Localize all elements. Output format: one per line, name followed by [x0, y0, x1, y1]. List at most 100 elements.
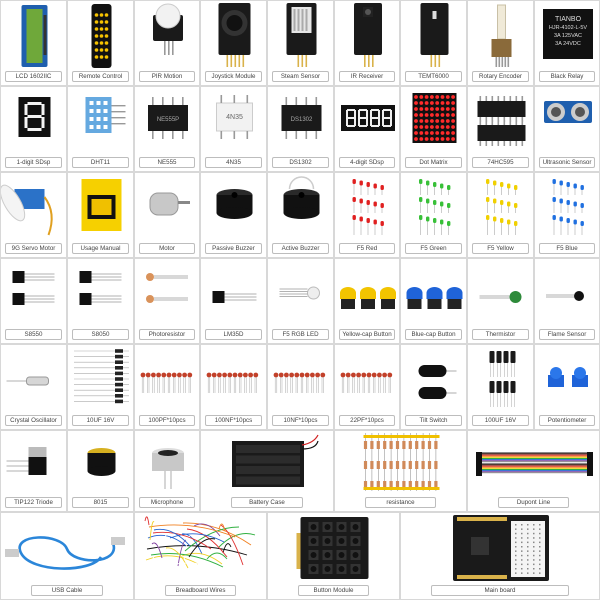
component-cell-battery-case: Battery Case	[200, 430, 334, 512]
component-cell-steam-sensor: Steam Sensor	[267, 0, 334, 86]
component-cell-pir-motion: PIR Motion	[134, 0, 200, 86]
component-cell-100pf-10pcs: 100PF*10pcs	[134, 344, 200, 430]
component-label: Dupont Line	[498, 497, 569, 508]
crystal-oscillator-icon	[6, 376, 49, 386]
component-cell-ultrasonic-sensor: Ultrasonic Sensor	[534, 86, 600, 172]
component-label: Joystick Module	[205, 71, 262, 82]
remote-control-icon	[91, 4, 112, 68]
component-cell-joystick-module: Joystick Module	[200, 0, 267, 86]
flame-sensor-icon	[546, 291, 584, 301]
component-label: PIR Motion	[139, 71, 195, 82]
component-cell-flame-sensor: Flame Sensor	[534, 258, 600, 344]
component-cell-active-buzzer: Active Buzzer	[267, 172, 334, 258]
component-cell-4-digit-sdsp: 4-digit SDsp	[334, 86, 400, 172]
component-label: Microphone	[139, 497, 195, 508]
usage-manual-icon	[81, 179, 122, 231]
component-cell-100nf-10pcs: 100NF*10pcs	[200, 344, 267, 430]
component-cell-9g-servo-motor: 9G Servo Motor	[0, 172, 67, 258]
74hc595-icon	[477, 96, 526, 146]
joystick-module-icon	[218, 3, 251, 67]
component-label: TEMT6000	[405, 71, 462, 82]
component-label: Ultrasonic Sensor	[539, 157, 595, 168]
svg-text:3A 24VDC: 3A 24VDC	[555, 41, 581, 47]
component-cell-dupont-line: Dupont Line	[467, 430, 600, 512]
blue-cap-button-icon	[406, 287, 463, 309]
component-label: resistance	[365, 497, 436, 508]
s8050-icon	[79, 271, 122, 305]
component-label: Remote Control	[72, 71, 129, 82]
dot-matrix-icon	[412, 93, 457, 143]
component-cell-74hc595: 74HC595	[467, 86, 534, 172]
s8550-icon	[12, 271, 55, 305]
component-cell-tip122-triode: TIP122 Triode	[0, 430, 67, 512]
component-cell-lcd-1602iic: LCD 1602IIC	[0, 0, 67, 86]
svg-text:3A 125VAC: 3A 125VAC	[554, 33, 582, 39]
component-label: 4-digit SDsp	[339, 157, 395, 168]
main-board-icon	[453, 515, 549, 581]
component-cell-rotary-encoder: Rotary Encoder	[467, 0, 534, 86]
component-cell-button-module: Button Module	[267, 512, 400, 600]
yellow-cap-button-icon	[340, 287, 396, 309]
component-label: Steam Sensor	[272, 71, 329, 82]
component-label: Tilt Switch	[405, 415, 462, 426]
component-label: Potentiometer	[539, 415, 595, 426]
component-cell-main-board: Main board	[400, 512, 600, 600]
component-label: 9G Servo Motor	[5, 243, 62, 254]
component-label: 22PF*10pcs	[339, 415, 395, 426]
component-label: Main board	[431, 585, 569, 596]
component-label: 1-digit SDsp	[5, 157, 62, 168]
component-cell-usage-manual: Usage Manual	[67, 172, 134, 258]
component-label: Blue-cap Button	[405, 329, 462, 340]
component-label: S8550	[5, 329, 62, 340]
svg-text:4N35: 4N35	[226, 114, 243, 121]
4n35-icon: 4N35	[216, 95, 253, 139]
pir-motion-icon	[153, 3, 183, 55]
component-label: 100UF 16V	[472, 415, 529, 426]
button-module-icon	[296, 517, 369, 579]
lcd-1602iic-icon	[21, 5, 48, 67]
component-cell-10nf-10pcs: 10NF*10pcs	[267, 344, 334, 430]
100uf-16v-icon	[489, 351, 516, 407]
component-label: NE555	[139, 157, 195, 168]
component-cell-thermistor: Thermistor	[467, 258, 534, 344]
component-cell-f5-green: F5 Green	[400, 172, 467, 258]
component-cell-remote-control: Remote Control	[67, 0, 134, 86]
component-label: DHT11	[72, 157, 129, 168]
8015-icon	[87, 448, 116, 476]
dht11-icon	[85, 97, 126, 133]
f5-blue-icon	[552, 179, 584, 235]
component-label: 10UF 16V	[72, 415, 129, 426]
component-label: USB Cable	[31, 585, 103, 596]
component-label: IR Receiver	[339, 71, 395, 82]
component-cell-dot-matrix: Dot Matrix	[400, 86, 467, 172]
component-label: Usage Manual	[72, 243, 129, 254]
motor-icon	[149, 192, 190, 216]
battery-case-icon	[232, 434, 319, 487]
component-label: Breadboard Wires	[165, 585, 236, 596]
breadboard-wires-icon	[144, 516, 256, 571]
component-label: 100PF*10pcs	[139, 415, 195, 426]
svg-text:NE555P: NE555P	[157, 117, 179, 123]
component-cell-blue-cap-button: Blue-cap Button	[400, 258, 467, 344]
component-label: 10NF*10pcs	[272, 415, 329, 426]
f5-rgb-led-icon	[279, 286, 320, 300]
component-label: F5 Red	[339, 243, 395, 254]
component-label: Rotary Encoder	[472, 71, 529, 82]
component-cell-lm35d: LM35D	[200, 258, 267, 344]
usb-cable-icon	[5, 536, 125, 570]
10uf-16v-icon	[74, 349, 129, 404]
component-cell-f5-blue: F5 Blue	[534, 172, 600, 258]
component-cell-1-digit-sdsp: 1-digit SDsp	[0, 86, 67, 172]
component-cell-motor: Motor	[134, 172, 200, 258]
potentiometer-icon	[548, 367, 588, 387]
f5-green-icon	[419, 179, 451, 235]
component-cell-resistance: resistance	[334, 430, 467, 512]
component-label: Crystal Oscillator	[5, 415, 62, 426]
ne555-icon: NE555P	[148, 97, 188, 139]
component-cell-photoresistor: Photoresistor	[134, 258, 200, 344]
component-label: TIP122 Triode	[5, 497, 62, 508]
component-label: Photoresistor	[139, 329, 195, 340]
